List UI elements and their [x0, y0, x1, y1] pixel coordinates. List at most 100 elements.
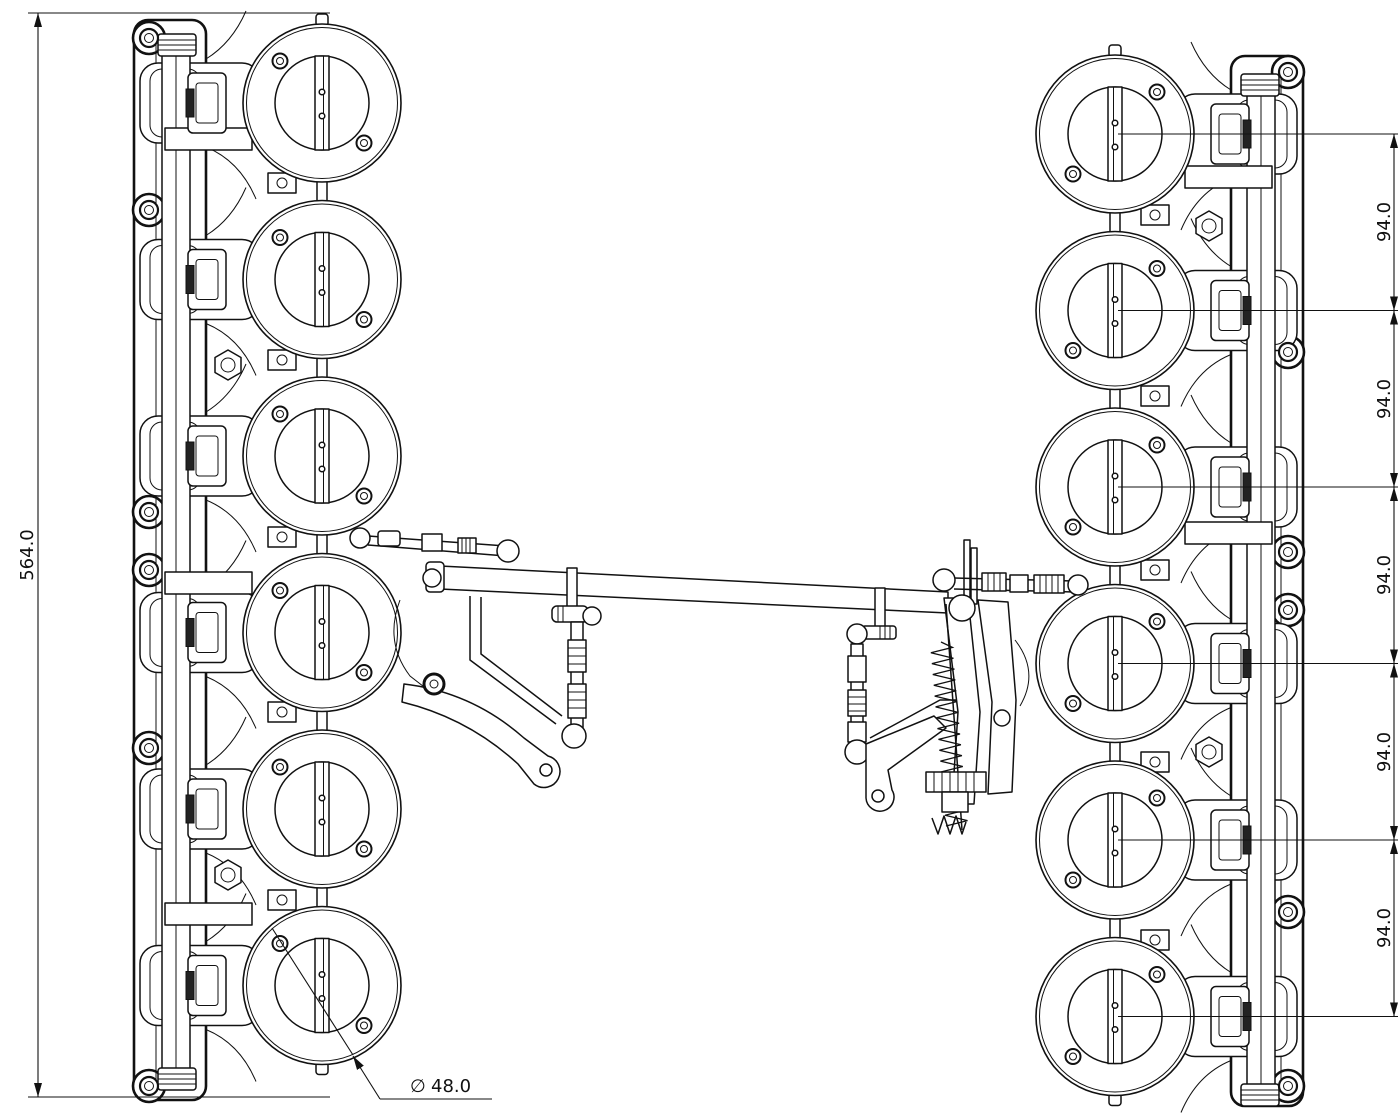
- throttle-body: [242, 905, 402, 1076]
- butterfly-screw: [318, 288, 326, 297]
- manifold-bolt-head: [144, 205, 154, 215]
- vacuum-port-fitting: [267, 172, 297, 194]
- butterfly-screw: [318, 617, 326, 626]
- right-link-lock-nut-hatch: [1039, 575, 1059, 593]
- plenum-contour: [1190, 218, 1232, 267]
- plenum-contour: [205, 676, 257, 729]
- manifold-bolt-head: [144, 33, 154, 43]
- trumpet-screw-head: [360, 315, 368, 324]
- butterfly-screw: [318, 641, 326, 650]
- plenum-contour: [205, 146, 257, 200]
- trumpet-screw-head: [360, 139, 368, 147]
- plenum-contour: [1190, 571, 1232, 620]
- vacuum-port-bore: [276, 354, 288, 366]
- stop-plate-hole: [993, 709, 1011, 727]
- manifold-bolt: [1277, 901, 1299, 923]
- manifold-hex-nut-bore: [220, 867, 236, 883]
- throttle-body: [242, 552, 402, 713]
- plenum-contour: [205, 363, 247, 413]
- plenum-contour: [1190, 747, 1232, 797]
- throttle-shaft: [314, 408, 330, 504]
- trumpet-screw: [1148, 260, 1166, 277]
- trumpet-screw: [1064, 1048, 1082, 1065]
- butterfly-screw: [318, 994, 326, 1003]
- rail-bracket: [164, 571, 253, 595]
- butterfly-screw: [318, 970, 326, 979]
- butterfly-screw: [318, 264, 326, 273]
- vacuum-port-fitting: [267, 701, 297, 723]
- overall-height-label: 564.0: [17, 529, 38, 581]
- plenum-contour: [1180, 1060, 1232, 1113]
- left-pushrod-turnbuckle: [567, 683, 587, 719]
- trumpet-screw: [271, 582, 289, 599]
- trumpet-screw: [355, 134, 373, 152]
- plenum-contour: [205, 716, 247, 766]
- throttle-body: [1035, 936, 1195, 1107]
- trumpet-screw-head: [1153, 970, 1161, 979]
- cable-tab: [970, 547, 978, 605]
- plenum-contour: [1180, 883, 1232, 937]
- trumpet-screw-head: [1153, 88, 1161, 96]
- left-lever-plate-edge: [393, 599, 429, 691]
- plenum-contour: [205, 323, 257, 376]
- trumpet-screw-head: [1069, 170, 1077, 178]
- cross-shaft-ball-joint: [422, 568, 442, 588]
- throttle-body: [242, 729, 402, 889]
- vacuum-port-bore: [1149, 934, 1161, 946]
- right-link-ball-end: [932, 568, 956, 592]
- fuel-rail-fitting-thread: [1241, 79, 1279, 91]
- vacuum-port-fitting: [267, 526, 297, 548]
- manifold-bolt: [1277, 61, 1299, 83]
- bellmouth-lip: [246, 380, 398, 532]
- trumpet-screw: [355, 664, 373, 681]
- butterfly-screw: [318, 794, 326, 802]
- manifold-bolt-head: [144, 743, 154, 753]
- injector-clip-window: [195, 965, 219, 1006]
- bellmouth-lip: [246, 733, 398, 885]
- manifold-bolt-head: [144, 507, 154, 517]
- injector-clip-window: [195, 788, 219, 830]
- trumpet-screw-head: [360, 668, 368, 677]
- right-throttle-bank: [1035, 41, 1306, 1113]
- left-link-lock-nut: [457, 537, 477, 554]
- bellmouth-lip: [246, 27, 398, 179]
- bellmouth-lip: [246, 909, 398, 1062]
- butterfly-screw: [1111, 672, 1119, 681]
- rail-bracket: [1184, 165, 1273, 189]
- diameter-leader-inner: [271, 927, 354, 1056]
- manifold-hex-nut-bore: [1201, 218, 1217, 234]
- manifold-bolt-head: [1283, 1081, 1293, 1091]
- throttle-stop-plate: [977, 599, 1017, 795]
- manifold-bolt-head: [1283, 347, 1293, 357]
- fuel-rail-fitting-thread: [158, 1073, 196, 1085]
- right-bell-crank-hole: [871, 789, 885, 803]
- right-bell-crank: [865, 715, 947, 812]
- throttle-body: [242, 199, 402, 360]
- left-turnbuckle-hatch: [568, 647, 586, 665]
- plenum-contour: [205, 187, 247, 236]
- vacuum-port-bore: [276, 894, 288, 906]
- plenum-contour: [1190, 924, 1232, 973]
- throttle-body: [1035, 583, 1195, 744]
- right-link-lock-nut: [1033, 574, 1065, 594]
- vacuum-port-fitting: [1140, 559, 1170, 581]
- throttle-linkage: [349, 527, 1089, 835]
- butterfly-screw: [318, 112, 326, 120]
- plenum-contour: [205, 499, 257, 553]
- rail-bracket: [1184, 521, 1273, 545]
- throttle-shaft: [314, 937, 330, 1034]
- right-pushrod-lock-nut: [847, 721, 867, 743]
- trumpet-screw-head: [1153, 264, 1161, 273]
- left-pushrod-upper-ball: [582, 606, 602, 626]
- trumpet-screw: [271, 52, 289, 70]
- vacuum-port-bore: [276, 531, 288, 543]
- vacuum-port-bore: [1149, 209, 1161, 221]
- trumpet-screw: [271, 229, 289, 246]
- manifold-bolt: [138, 559, 160, 581]
- trumpet-screw: [271, 405, 289, 423]
- butterfly-screw: [1111, 496, 1119, 504]
- right-link-rod-end-hatch: [987, 573, 1001, 591]
- butterfly-screw: [1111, 472, 1119, 480]
- lever-pivot-bolt: [422, 672, 446, 696]
